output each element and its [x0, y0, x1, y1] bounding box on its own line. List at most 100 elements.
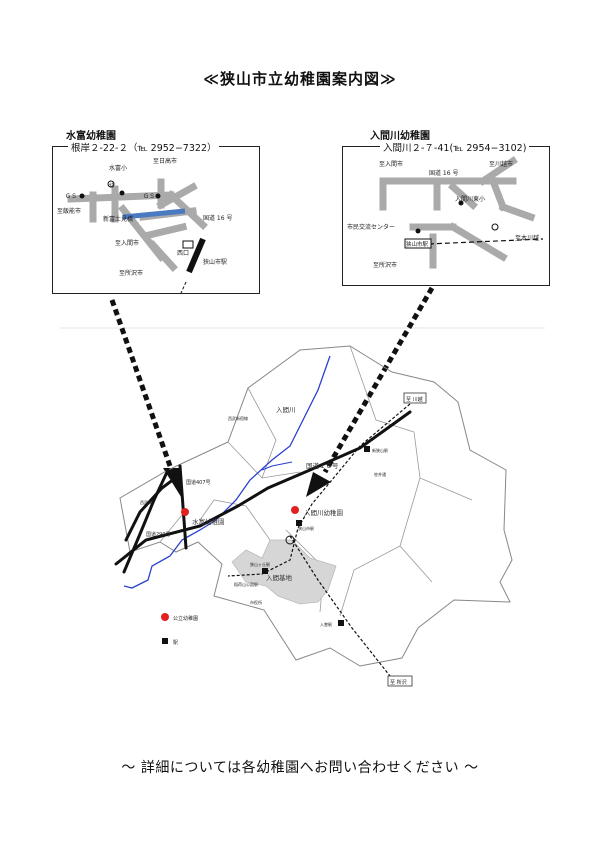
kindergarten-marker — [181, 508, 189, 516]
label-small-a: 西武線 — [140, 499, 152, 505]
inset-mitomi-name: 水富幼稚園 — [64, 127, 118, 142]
label-iruma-base: 入間基地 — [266, 573, 293, 582]
railway-line — [289, 535, 391, 677]
pointer-arrow-right — [306, 286, 435, 497]
label-school: 入間川東小 — [455, 195, 485, 203]
label-kindergarten-mitomi: 水富幼稚園 — [192, 517, 225, 526]
label-kindergarten-irumagawa: 入間川幼稚園 — [304, 508, 343, 517]
district-line — [227, 441, 301, 479]
pointer-arrow-left-head — [163, 468, 183, 500]
label-station-inariyama: 稲荷山公園駅 — [234, 581, 258, 587]
railway — [186, 237, 206, 274]
inset-irumagawa-address: 入間川２-７-41(℡ 2954−3102) — [380, 140, 530, 154]
route407-road — [178, 464, 188, 550]
road — [144, 222, 188, 240]
station-marker — [338, 620, 344, 626]
pointer-arrow-right-head — [306, 472, 331, 497]
railway-dashed — [180, 281, 187, 294]
kindergarten-marker — [491, 223, 499, 231]
inset-map-mitomi-drawing: 幼 至日高市 水富小 ＧＳ ＧＳ 至飯能市 新富士見橋 国道 16 号 至入間市… — [57, 157, 232, 294]
label-to-tokorozawa: 至所沢市 — [119, 269, 143, 277]
major-roads — [114, 410, 412, 574]
footer-note: 〜 詳細については各幼稚園へお問い合わせください 〜 — [121, 760, 479, 776]
district-line — [247, 387, 277, 479]
district-line — [339, 545, 401, 617]
label-route16: 国道 16 号 — [203, 214, 232, 222]
inset-map-irumagawa: 至入間市 至川越市 国道 16 号 入間川東小 市民交流センター 狭山市駅 至本… — [342, 146, 550, 286]
district-line — [399, 477, 433, 583]
label-school: 水富小 — [109, 164, 127, 172]
label-to-tokorozawa: 至所沢市 — [373, 261, 397, 269]
legend-kindergarten-marker — [161, 613, 169, 621]
district-line — [199, 499, 247, 521]
railway-loop — [285, 535, 295, 545]
school-dot — [458, 200, 464, 206]
label-station: 狭山市駅 — [203, 258, 227, 266]
label-gs-2: ＧＳ — [143, 193, 155, 200]
label-station-iriso: 入曽駅 — [320, 621, 332, 627]
label-west-exit: 西口 — [177, 250, 189, 257]
kindergarten-marker-glyph: 幼 — [109, 182, 114, 189]
label-to-honkawagoe: 至本川越 — [515, 234, 539, 242]
road — [148, 240, 178, 272]
label-to-hidaka: 至日高市 — [153, 157, 177, 165]
pointer-arrow-left-line — [109, 299, 173, 467]
road — [67, 191, 175, 203]
station-box — [182, 240, 194, 249]
river-line — [123, 355, 331, 589]
railway-line — [227, 403, 411, 577]
school-dot — [119, 190, 125, 196]
station-marker — [364, 446, 370, 452]
label-small-d: 西武新宿線 — [228, 415, 248, 421]
label-small-b: 笹井通 — [374, 471, 386, 477]
road — [498, 202, 536, 222]
label-station-shinsayama: 新狭山駅 — [372, 447, 388, 453]
label-gs-1: ＧＳ — [65, 193, 77, 200]
district-line — [285, 529, 325, 613]
label-route299: 国道299号 — [146, 531, 171, 538]
station-marker — [262, 568, 268, 574]
district-line — [413, 431, 473, 501]
direction-box-tokorozawa — [387, 675, 413, 687]
label-to-kawagoe: 至 川越 — [406, 396, 423, 403]
district-line — [245, 505, 271, 541]
pointer-arrow-left — [109, 299, 183, 500]
road — [448, 182, 478, 210]
label-bridge: 新富士見橋 — [103, 215, 133, 223]
station-marker — [296, 520, 302, 526]
label-station: 狭山市駅 — [406, 240, 429, 248]
label-station-sayamashi: 狭山市駅 — [298, 525, 314, 531]
kindergarten-marker — [291, 506, 299, 514]
river-branch — [261, 461, 293, 471]
label-route16: 国道１６号 — [306, 461, 339, 470]
gs-dot — [79, 193, 85, 199]
river — [122, 208, 186, 220]
road — [488, 176, 508, 212]
district-lines — [159, 345, 473, 617]
iruma-base-area — [231, 539, 337, 605]
label-to-iruma: 至入間市 — [115, 239, 139, 247]
inset-map-mitomi: 幼 至日高市 水富小 ＧＳ ＧＳ 至飯能市 新富士見橋 国道 16 号 至入間市… — [52, 146, 260, 294]
label-river: 入間川 — [276, 406, 296, 414]
label-to-tokorozawa: 至 所沢 — [390, 679, 407, 686]
label-route16: 国道 16 号 — [429, 169, 458, 177]
inset-map-irumagawa-drawing: 至入間市 至川越市 国道 16 号 入間川東小 市民交流センター 狭山市駅 至本… — [347, 156, 544, 269]
inset-mitomi-address: 根岸２-22-２（℡ 2952−7322） — [68, 140, 220, 154]
route299-road — [124, 474, 180, 542]
road — [122, 468, 170, 574]
label-route407: 国道407号 — [186, 479, 211, 486]
road — [478, 156, 518, 186]
city-boundary — [119, 345, 513, 667]
label-small-c: 市役所 — [250, 599, 262, 605]
label-to-hanno: 至飯能市 — [57, 207, 81, 215]
legend-station-marker — [162, 638, 168, 644]
legend-station-label: 駅 — [173, 640, 178, 646]
label-station-sayamagaoka: 狭山ヶ丘駅 — [250, 561, 270, 567]
district-line — [159, 509, 187, 543]
legend-kindergarten-label: 公立幼稚園 — [173, 615, 198, 622]
label-community-center: 市民交流センター — [347, 223, 395, 231]
railway-line — [404, 238, 544, 246]
kindergarten-marker — [107, 180, 115, 188]
label-to-kawagoe: 至川越市 — [489, 160, 513, 168]
district-line — [349, 345, 415, 433]
